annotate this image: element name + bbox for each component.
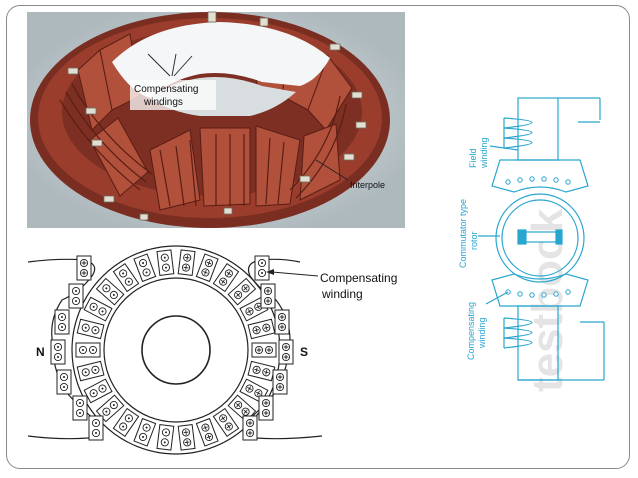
compensating-slots xyxy=(50,255,294,441)
compensating-slot xyxy=(258,395,274,421)
rotor-slot xyxy=(112,407,140,437)
field-winding-label-line2: winding xyxy=(479,137,489,169)
compensating-schematic: testbook xyxy=(478,97,605,392)
schematic-comp-label-line1: Compensating xyxy=(466,302,476,360)
cross-section-diagram xyxy=(27,245,323,455)
rotor-slot xyxy=(76,318,105,340)
rotor-slot xyxy=(156,424,175,451)
rotor-slot xyxy=(195,417,219,447)
rotor-slot xyxy=(247,318,276,340)
rotor-slot xyxy=(76,360,105,382)
rotor-label-line1: Commutator type xyxy=(458,199,468,268)
comp-winding-label-line2: winding xyxy=(321,287,363,301)
rotor-slot xyxy=(156,249,175,276)
photo-interpole-label: Interpole xyxy=(350,180,385,190)
pole-south-label: S xyxy=(300,345,308,359)
schematic-comp-label-line2: winding xyxy=(477,317,487,349)
rotor-slot xyxy=(83,296,113,322)
rotor-slot xyxy=(112,263,140,293)
rotor-slot xyxy=(212,263,240,293)
compensating-slot xyxy=(56,369,72,395)
compensating-slot xyxy=(278,339,294,365)
rotor-slot xyxy=(83,378,113,404)
rotor-slot xyxy=(251,342,277,358)
compensating-slot xyxy=(50,339,66,365)
photo-arrows xyxy=(147,53,349,181)
comp-winding-label-line1: Compensating xyxy=(320,271,397,285)
cross-section-labels: Compensating winding N S xyxy=(36,269,397,359)
photo-compensating-label-line1: Compensating xyxy=(134,84,198,95)
compensating-slot xyxy=(254,255,270,281)
rotor-slot xyxy=(95,394,125,423)
compensating-slot xyxy=(76,255,92,281)
rotor-label-line2: rotor xyxy=(469,231,479,250)
rotor-slot xyxy=(177,249,196,276)
compensating-slot xyxy=(272,369,288,395)
rotor-slot xyxy=(195,253,219,283)
photo-compensating-label-line2: windings xyxy=(143,97,183,108)
rotor-slot xyxy=(247,360,276,382)
field-winding-label-line1: Field xyxy=(468,148,478,168)
connector-tabs xyxy=(67,11,367,221)
rotor-slot xyxy=(133,253,157,283)
compensating-slot xyxy=(88,415,104,441)
schematic-labels: Field winding Commutator type rotor Comp… xyxy=(458,137,489,360)
pole-north-label: N xyxy=(36,345,45,359)
compensating-slot xyxy=(260,283,276,309)
rotor-slot xyxy=(239,296,269,322)
compensating-slot xyxy=(72,395,88,421)
rotor-slot xyxy=(95,277,125,306)
rotor-slot xyxy=(212,407,240,437)
rotor-slot xyxy=(133,417,157,447)
rotor-slot xyxy=(227,277,257,306)
compensating-slot xyxy=(242,415,258,441)
compensating-slot xyxy=(54,309,70,335)
compensating-slot xyxy=(68,283,84,309)
compensating-slot xyxy=(274,309,290,335)
lamination-lines xyxy=(59,83,347,207)
rotor-slot xyxy=(75,342,101,358)
rotor-slot xyxy=(177,424,196,451)
stator-photo: Compensating windings Interpole xyxy=(27,11,405,228)
